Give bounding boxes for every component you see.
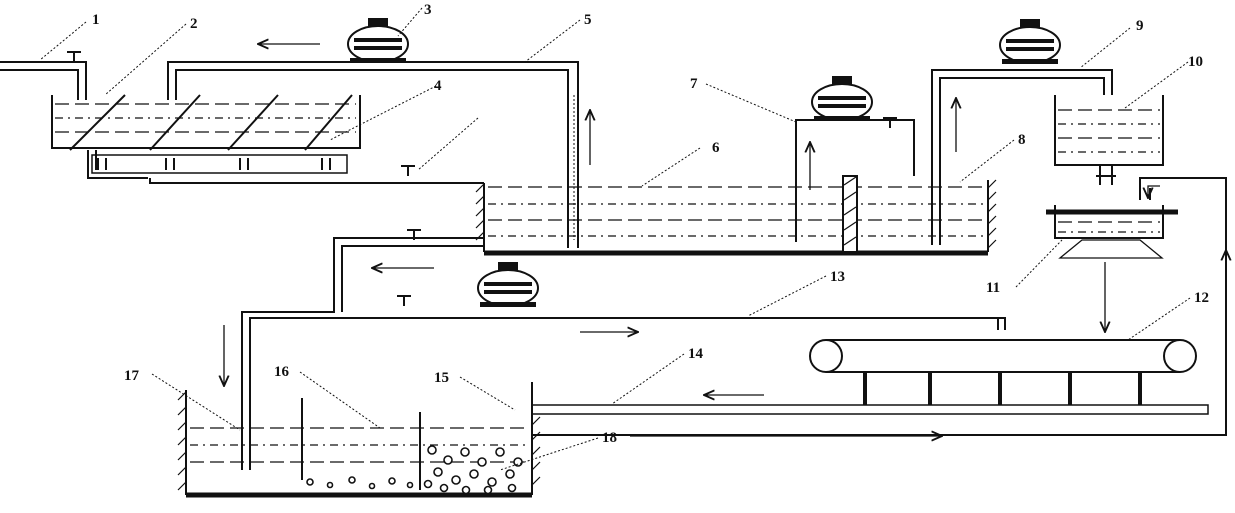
pump-13 bbox=[477, 261, 539, 308]
label-3: 3 bbox=[424, 2, 432, 18]
label-7: 7 bbox=[690, 76, 698, 92]
label-10: 10 bbox=[1188, 54, 1203, 70]
label-13: 13 bbox=[830, 269, 845, 285]
leaching-tank-series bbox=[51, 94, 484, 184]
reaction-vessel-11 bbox=[532, 177, 1227, 436]
label-6: 6 bbox=[712, 140, 720, 156]
flow-arrows bbox=[224, 44, 1226, 436]
arrow-down-icon bbox=[1148, 185, 1160, 198]
pump-9-pipe bbox=[931, 69, 1113, 245]
label-18: 18 bbox=[602, 430, 617, 446]
return-pipe-13 bbox=[241, 229, 1006, 470]
reagent-tank-10 bbox=[1054, 95, 1164, 185]
feed-inlet-pipe bbox=[0, 51, 87, 100]
pump-9 bbox=[999, 18, 1061, 65]
label-15: 15 bbox=[434, 370, 449, 386]
sedimentation-basins bbox=[177, 382, 541, 498]
label-5: 5 bbox=[584, 12, 592, 28]
settling-pool-6 bbox=[475, 175, 997, 256]
label-14: 14 bbox=[688, 346, 704, 362]
label-9: 9 bbox=[1136, 18, 1144, 34]
label-8: 8 bbox=[1018, 132, 1026, 148]
label-17: 17 bbox=[124, 368, 140, 384]
label-11: 11 bbox=[986, 280, 1000, 296]
conveyor-12 bbox=[531, 339, 1209, 415]
return-pipe-5 bbox=[167, 61, 579, 248]
callout-labels: 1 2 3 4 5 6 7 8 9 10 11 12 13 14 15 16 1… bbox=[92, 2, 1209, 446]
label-4: 4 bbox=[434, 78, 442, 94]
leader-lines bbox=[39, 7, 1191, 471]
label-16: 16 bbox=[274, 364, 290, 380]
label-2: 2 bbox=[190, 16, 198, 32]
pump-7 bbox=[811, 75, 873, 122]
pump-3 bbox=[347, 17, 409, 64]
pump-7-pipe bbox=[795, 117, 915, 242]
label-12: 12 bbox=[1194, 290, 1209, 306]
label-1: 1 bbox=[92, 12, 100, 28]
